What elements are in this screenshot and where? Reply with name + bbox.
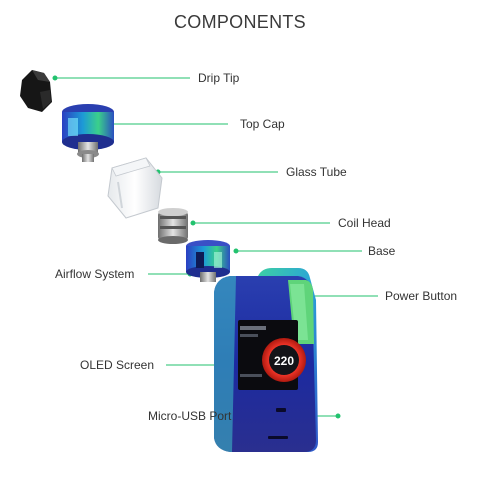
label-drip-tip: Drip Tip bbox=[198, 71, 240, 85]
label-micro-usb-port: Micro-USB Port bbox=[148, 409, 232, 423]
label-coil-head: Coil Head bbox=[338, 216, 391, 230]
label-base: Base bbox=[368, 244, 396, 258]
diagram-title: COMPONENTS bbox=[173, 12, 306, 32]
coil-head-part bbox=[158, 208, 188, 244]
mod-body-part bbox=[214, 268, 318, 452]
base-part bbox=[186, 240, 230, 282]
label-power-button: Power Button bbox=[385, 289, 458, 303]
glass-tube-part bbox=[107, 157, 163, 219]
label-airflow-system: Airflow System bbox=[55, 267, 135, 281]
drip-tip-part bbox=[20, 70, 52, 112]
screen-reading: 220 bbox=[274, 354, 294, 368]
label-top-cap: Top Cap bbox=[240, 117, 285, 131]
label-oled-screen: OLED Screen bbox=[80, 358, 155, 372]
top-cap-part bbox=[62, 104, 114, 162]
label-glass-tube: Glass Tube bbox=[286, 165, 347, 179]
